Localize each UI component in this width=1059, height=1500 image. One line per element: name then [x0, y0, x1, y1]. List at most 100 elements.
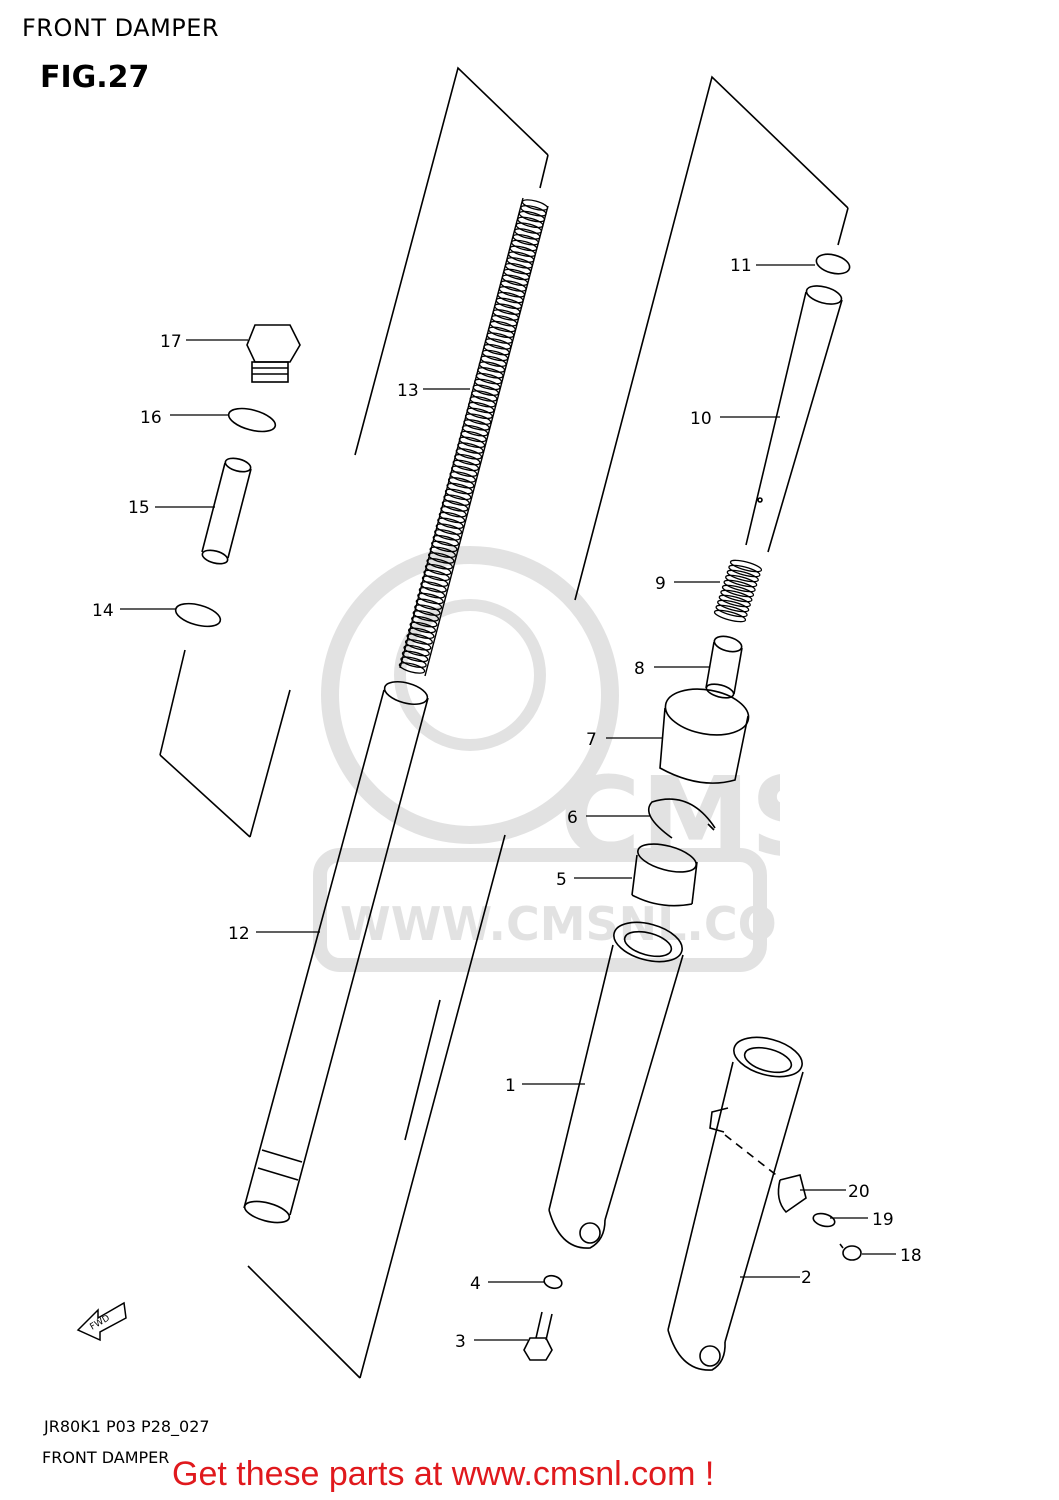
spring-coil — [447, 477, 475, 489]
part-label-13: 13 — [397, 381, 419, 401]
watermark-logo: CMS WWW.CMSNL.COM — [313, 546, 780, 972]
part-label-12: 12 — [228, 924, 250, 944]
oil-seal — [631, 843, 698, 907]
spring-coil — [512, 233, 540, 246]
spring-coil — [461, 424, 489, 437]
spring-coil — [434, 529, 461, 541]
spring-coil — [506, 257, 533, 269]
spring-coil — [418, 586, 446, 599]
spring-coil — [507, 251, 535, 263]
o-ring-lower — [174, 602, 222, 628]
spring-coil — [510, 239, 538, 252]
spring-coil — [464, 413, 492, 425]
spring-coil — [444, 488, 472, 501]
spring-coil — [480, 355, 507, 368]
part-label-8: 8 — [634, 659, 645, 679]
spring-coil — [404, 639, 432, 651]
spring-coil — [415, 598, 443, 611]
part-label-14: 14 — [92, 601, 114, 621]
part-label-1: 1 — [505, 1076, 516, 1096]
spring-coil — [517, 216, 544, 229]
damper-bolt — [523, 1311, 553, 1361]
page-title: FRONT DAMPER — [22, 14, 220, 42]
spring-coil — [398, 662, 426, 674]
spring-coil — [489, 320, 516, 333]
spring-coil — [726, 569, 759, 583]
spring-coil — [713, 609, 747, 623]
spring-coil — [483, 343, 510, 356]
part-label-2: 2 — [801, 1268, 812, 1288]
spring-coil — [449, 471, 476, 483]
part-label-11: 11 — [730, 256, 752, 276]
part-label-10: 10 — [690, 409, 712, 429]
spring-coil — [509, 245, 536, 258]
part-label-7: 7 — [586, 730, 597, 750]
washer — [812, 1212, 836, 1228]
spring-coil — [497, 291, 524, 304]
spring-coil — [441, 500, 469, 512]
spring-coil — [715, 604, 748, 618]
rebound-spring — [713, 559, 763, 623]
spring-coil — [420, 581, 447, 593]
spring-coil — [460, 430, 487, 443]
spring-coil — [725, 574, 758, 588]
part-label-4: 4 — [470, 1274, 481, 1294]
spring-coil — [414, 604, 441, 616]
spring-coil — [401, 650, 429, 663]
spring-coil — [717, 599, 750, 613]
part-label-17: 17 — [160, 332, 182, 352]
spring-coil — [452, 459, 480, 472]
spring-coil — [501, 274, 529, 287]
spring-coil — [421, 575, 449, 587]
fork-spring — [399, 197, 549, 677]
spring-coil — [484, 338, 512, 350]
spring-coil — [504, 262, 532, 275]
spring-coil — [477, 367, 504, 379]
spring-coil — [481, 349, 509, 362]
right-assembly-frame — [574, 75, 849, 601]
bolt-washer — [543, 1274, 563, 1290]
spring-coil — [435, 523, 463, 535]
spring-coil — [458, 436, 486, 449]
spring-coil — [503, 268, 530, 281]
leader-lines — [120, 264, 896, 1341]
part-label-20: 20 — [848, 1182, 870, 1202]
spring-coil — [463, 419, 490, 431]
spring-coil — [494, 303, 521, 315]
spring-coil — [440, 505, 467, 518]
spring-coil — [409, 621, 437, 634]
spacer-pipe — [201, 457, 252, 565]
inner-fork-tube — [243, 680, 429, 1224]
spring-coil — [471, 390, 498, 402]
spring-coil — [518, 210, 546, 223]
spring-coil — [400, 656, 427, 668]
outer-tube-left — [548, 921, 684, 1249]
screw — [839, 1243, 862, 1261]
spring-coil — [467, 401, 495, 414]
shop-link[interactable]: Get these parts at www.cmsnl.com ! — [172, 1455, 715, 1493]
spring-coil — [431, 540, 458, 553]
o-ring-upper — [227, 407, 277, 433]
part-label-3: 3 — [455, 1332, 466, 1352]
part-label-6: 6 — [567, 808, 578, 828]
diagram-code: JR80K1 P03 P28_027 — [44, 1417, 210, 1436]
spring-coil — [487, 326, 515, 339]
spring-coil — [492, 309, 520, 321]
spring-coil — [723, 579, 756, 593]
stopper-ring — [647, 798, 716, 839]
watermark-url: WWW.CMSNL.COM — [340, 897, 780, 951]
spring-coil — [457, 442, 484, 454]
spring-coil — [475, 372, 503, 385]
oil-lock-piece — [705, 635, 743, 699]
dust-seal — [659, 688, 750, 784]
spring-coil — [407, 627, 435, 640]
spring-coil — [521, 199, 549, 211]
spring-coil — [411, 615, 438, 628]
spring-coil — [469, 396, 496, 408]
figure-label: FIG.27 — [40, 60, 150, 95]
spring-coil — [486, 332, 513, 344]
spring-coil — [500, 280, 527, 292]
forward-direction-icon: FWD — [76, 1301, 127, 1342]
spring-coil — [491, 314, 518, 327]
